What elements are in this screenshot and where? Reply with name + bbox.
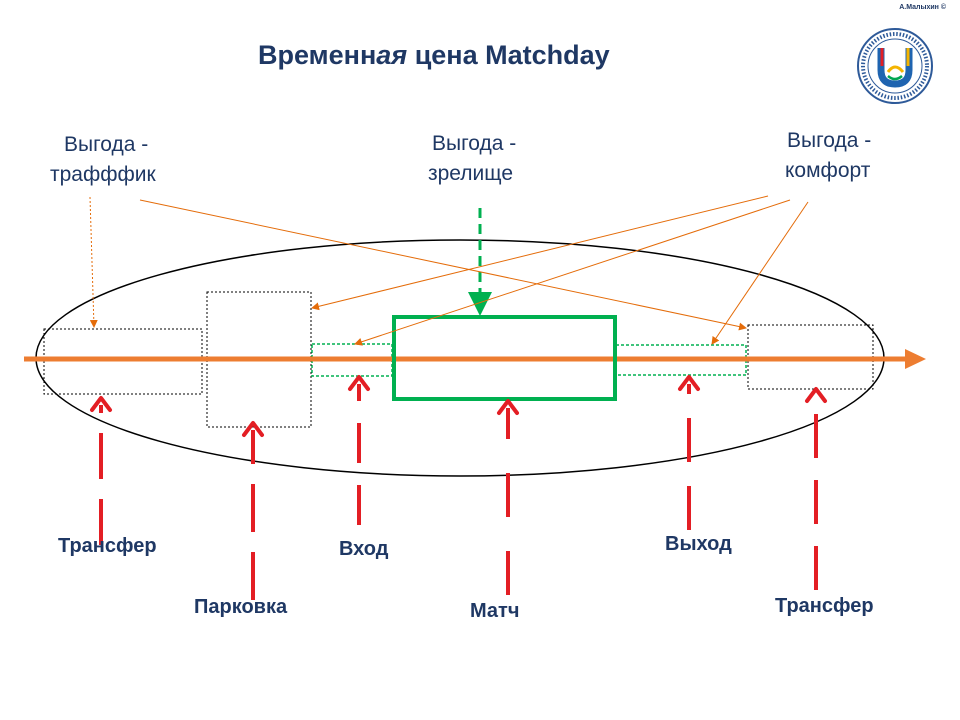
benefit-traffic-label: Выгода - трафффик [50,130,204,190]
red-arrowhead-exit [678,375,700,391]
stage-transfer-out-label: Трансфер [775,595,874,617]
benefit-spectacle-line-1: Выгода - [432,132,517,155]
benefit-comfort-line-2: комфорт [785,159,871,182]
benefit-comfort-line-1: Выгода - [787,129,872,152]
benefit-traffic-line-2: трафффик [50,163,156,186]
red-arrowheads [90,375,827,437]
traffic-arrow-to-transfer [89,196,98,328]
comfort-arrow-to-entry [354,199,791,346]
traffic-arrow-to-transfer-out [139,199,747,331]
red-arrowhead-transfer-in [90,396,112,412]
benefit-spectacle-label: Выгода - зрелище [428,129,562,189]
title-part-1: Временн [258,40,377,70]
benefit-traffic-line-1: Выгода - [64,133,149,156]
parking-box [206,291,312,428]
benefit-comfort-label: Выгода - комфорт [785,126,917,186]
match-box [392,315,617,401]
stage-transfer-in-label: Трансфер [58,535,157,557]
red-stage-arrows [99,384,818,600]
university-logo [855,26,935,106]
title-part-2: цена Matchday [407,40,610,70]
red-arrowhead-transfer-out [805,387,827,403]
red-arrowhead-entry [348,375,370,391]
comfort-arrow-to-parking [311,195,769,311]
author-credit: А.Малыхин © [899,4,946,11]
stage-entry-label: Вход [339,538,389,560]
timeline-arrowhead [905,349,926,369]
stage-exit-label: Выход [665,533,732,555]
red-arrowhead-match [497,399,519,415]
stage-match-label: Матч [470,600,520,622]
red-arrowhead-parking [242,421,264,437]
comfort-arrow-to-exit [711,201,809,345]
stage-parking-label: Парковка [194,596,288,618]
title-part-italic: ая [376,40,408,70]
slide-title: Временная цена Matchday [258,40,610,71]
benefit-spectacle-line-2: зрелище [428,162,513,185]
